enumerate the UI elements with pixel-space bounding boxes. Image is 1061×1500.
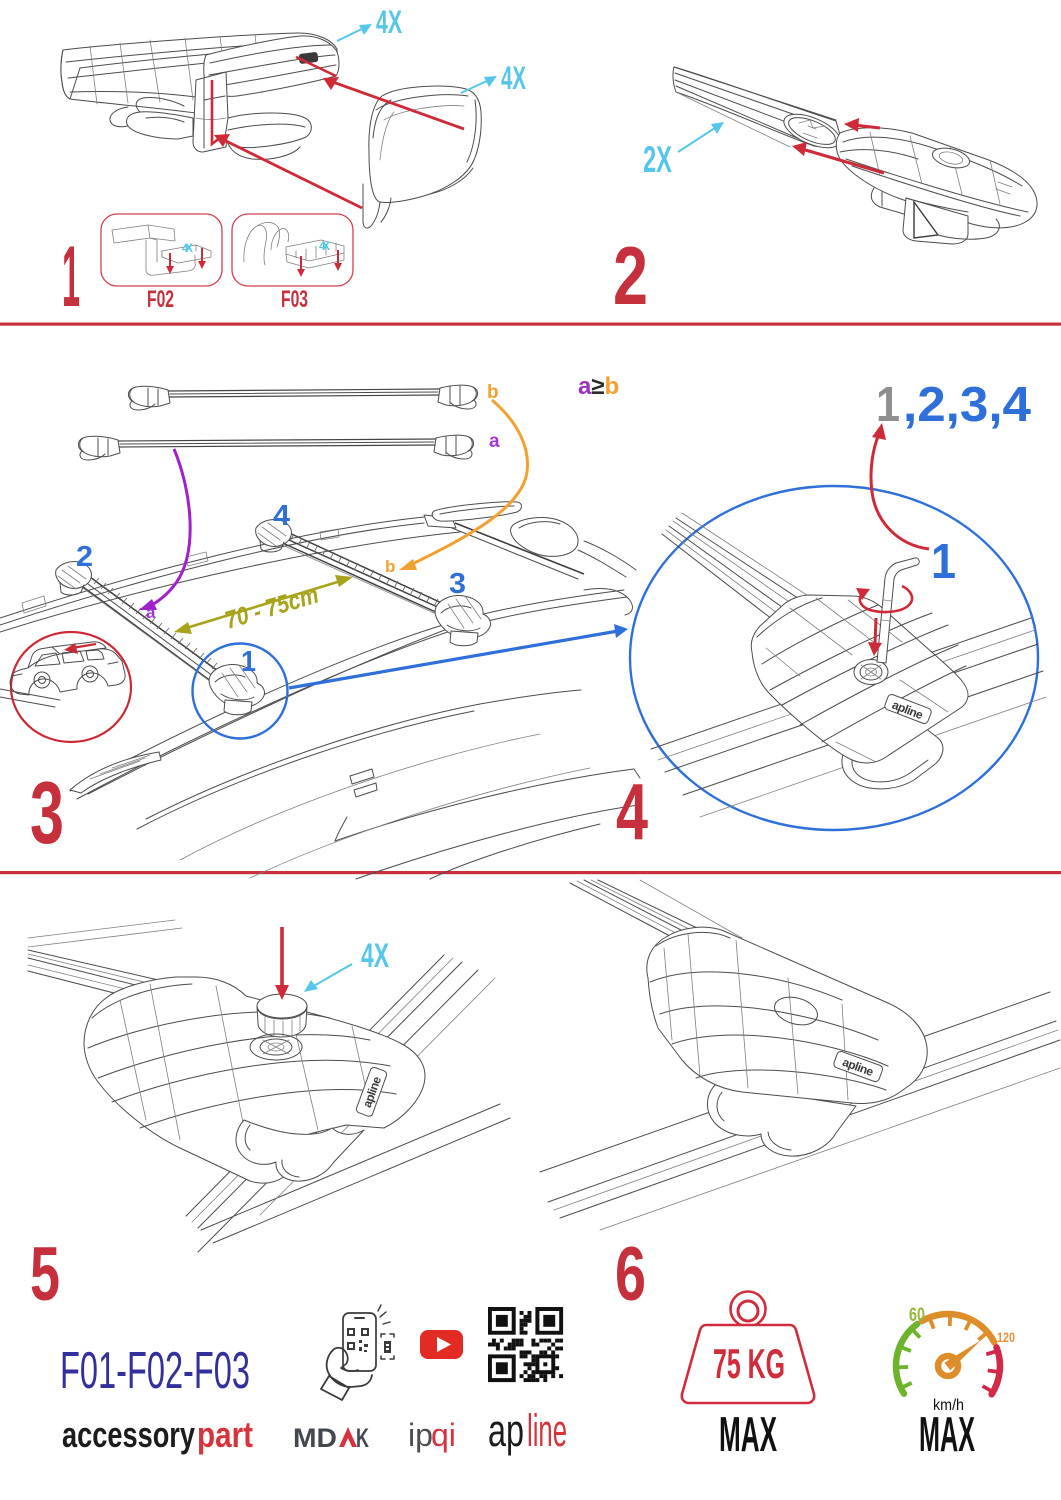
- svg-text:accessory: accessory: [62, 1414, 195, 1455]
- svg-text:3: 3: [30, 763, 64, 862]
- svg-text:MAX: MAX: [719, 1408, 777, 1462]
- svg-text:3: 3: [449, 568, 466, 600]
- svg-text:F01-F02-F03: F01-F02-F03: [60, 1342, 250, 1400]
- svg-text:1: 1: [876, 378, 900, 432]
- svg-text:a: a: [146, 603, 156, 622]
- svg-text:1: 1: [931, 535, 956, 589]
- svg-text:2: 2: [613, 229, 648, 322]
- svg-text:4X: 4X: [361, 937, 389, 975]
- svg-text:120: 120: [997, 1329, 1015, 1345]
- svg-text:a≥b: a≥b: [578, 373, 619, 400]
- svg-text:2: 2: [76, 541, 93, 573]
- svg-text:4X: 4X: [501, 60, 526, 96]
- svg-text:6: 6: [615, 1232, 646, 1317]
- svg-text:4: 4: [273, 500, 290, 532]
- svg-text:b: b: [487, 382, 499, 403]
- svg-text:ap: ap: [488, 1405, 524, 1456]
- svg-text:4X: 4X: [376, 4, 402, 40]
- svg-text:qi: qi: [431, 1417, 456, 1453]
- svg-text:F03: F03: [281, 286, 308, 313]
- svg-text:4: 4: [616, 767, 648, 856]
- svg-text:,2,3,4: ,2,3,4: [903, 378, 1031, 432]
- svg-text:60: 60: [909, 1305, 925, 1326]
- svg-text:5: 5: [30, 1232, 60, 1317]
- svg-text:1: 1: [62, 229, 80, 325]
- svg-text:75 KG: 75 KG: [713, 1340, 785, 1387]
- svg-text:1: 1: [241, 646, 256, 678]
- svg-text:a: a: [489, 431, 500, 452]
- svg-text:MAX: MAX: [919, 1408, 975, 1462]
- svg-text:MD: MD: [293, 1423, 337, 1453]
- svg-text:F02: F02: [147, 286, 174, 313]
- svg-text:line: line: [527, 1405, 567, 1456]
- svg-text:4X: 4X: [319, 239, 330, 253]
- svg-text:b: b: [385, 557, 395, 576]
- svg-text:ip: ip: [408, 1417, 433, 1453]
- svg-text:km/h: km/h: [933, 1397, 964, 1414]
- svg-text:4X: 4X: [182, 241, 193, 255]
- svg-text:K: K: [356, 1423, 369, 1453]
- svg-text:part: part: [197, 1414, 253, 1455]
- svg-text:2X: 2X: [643, 139, 672, 180]
